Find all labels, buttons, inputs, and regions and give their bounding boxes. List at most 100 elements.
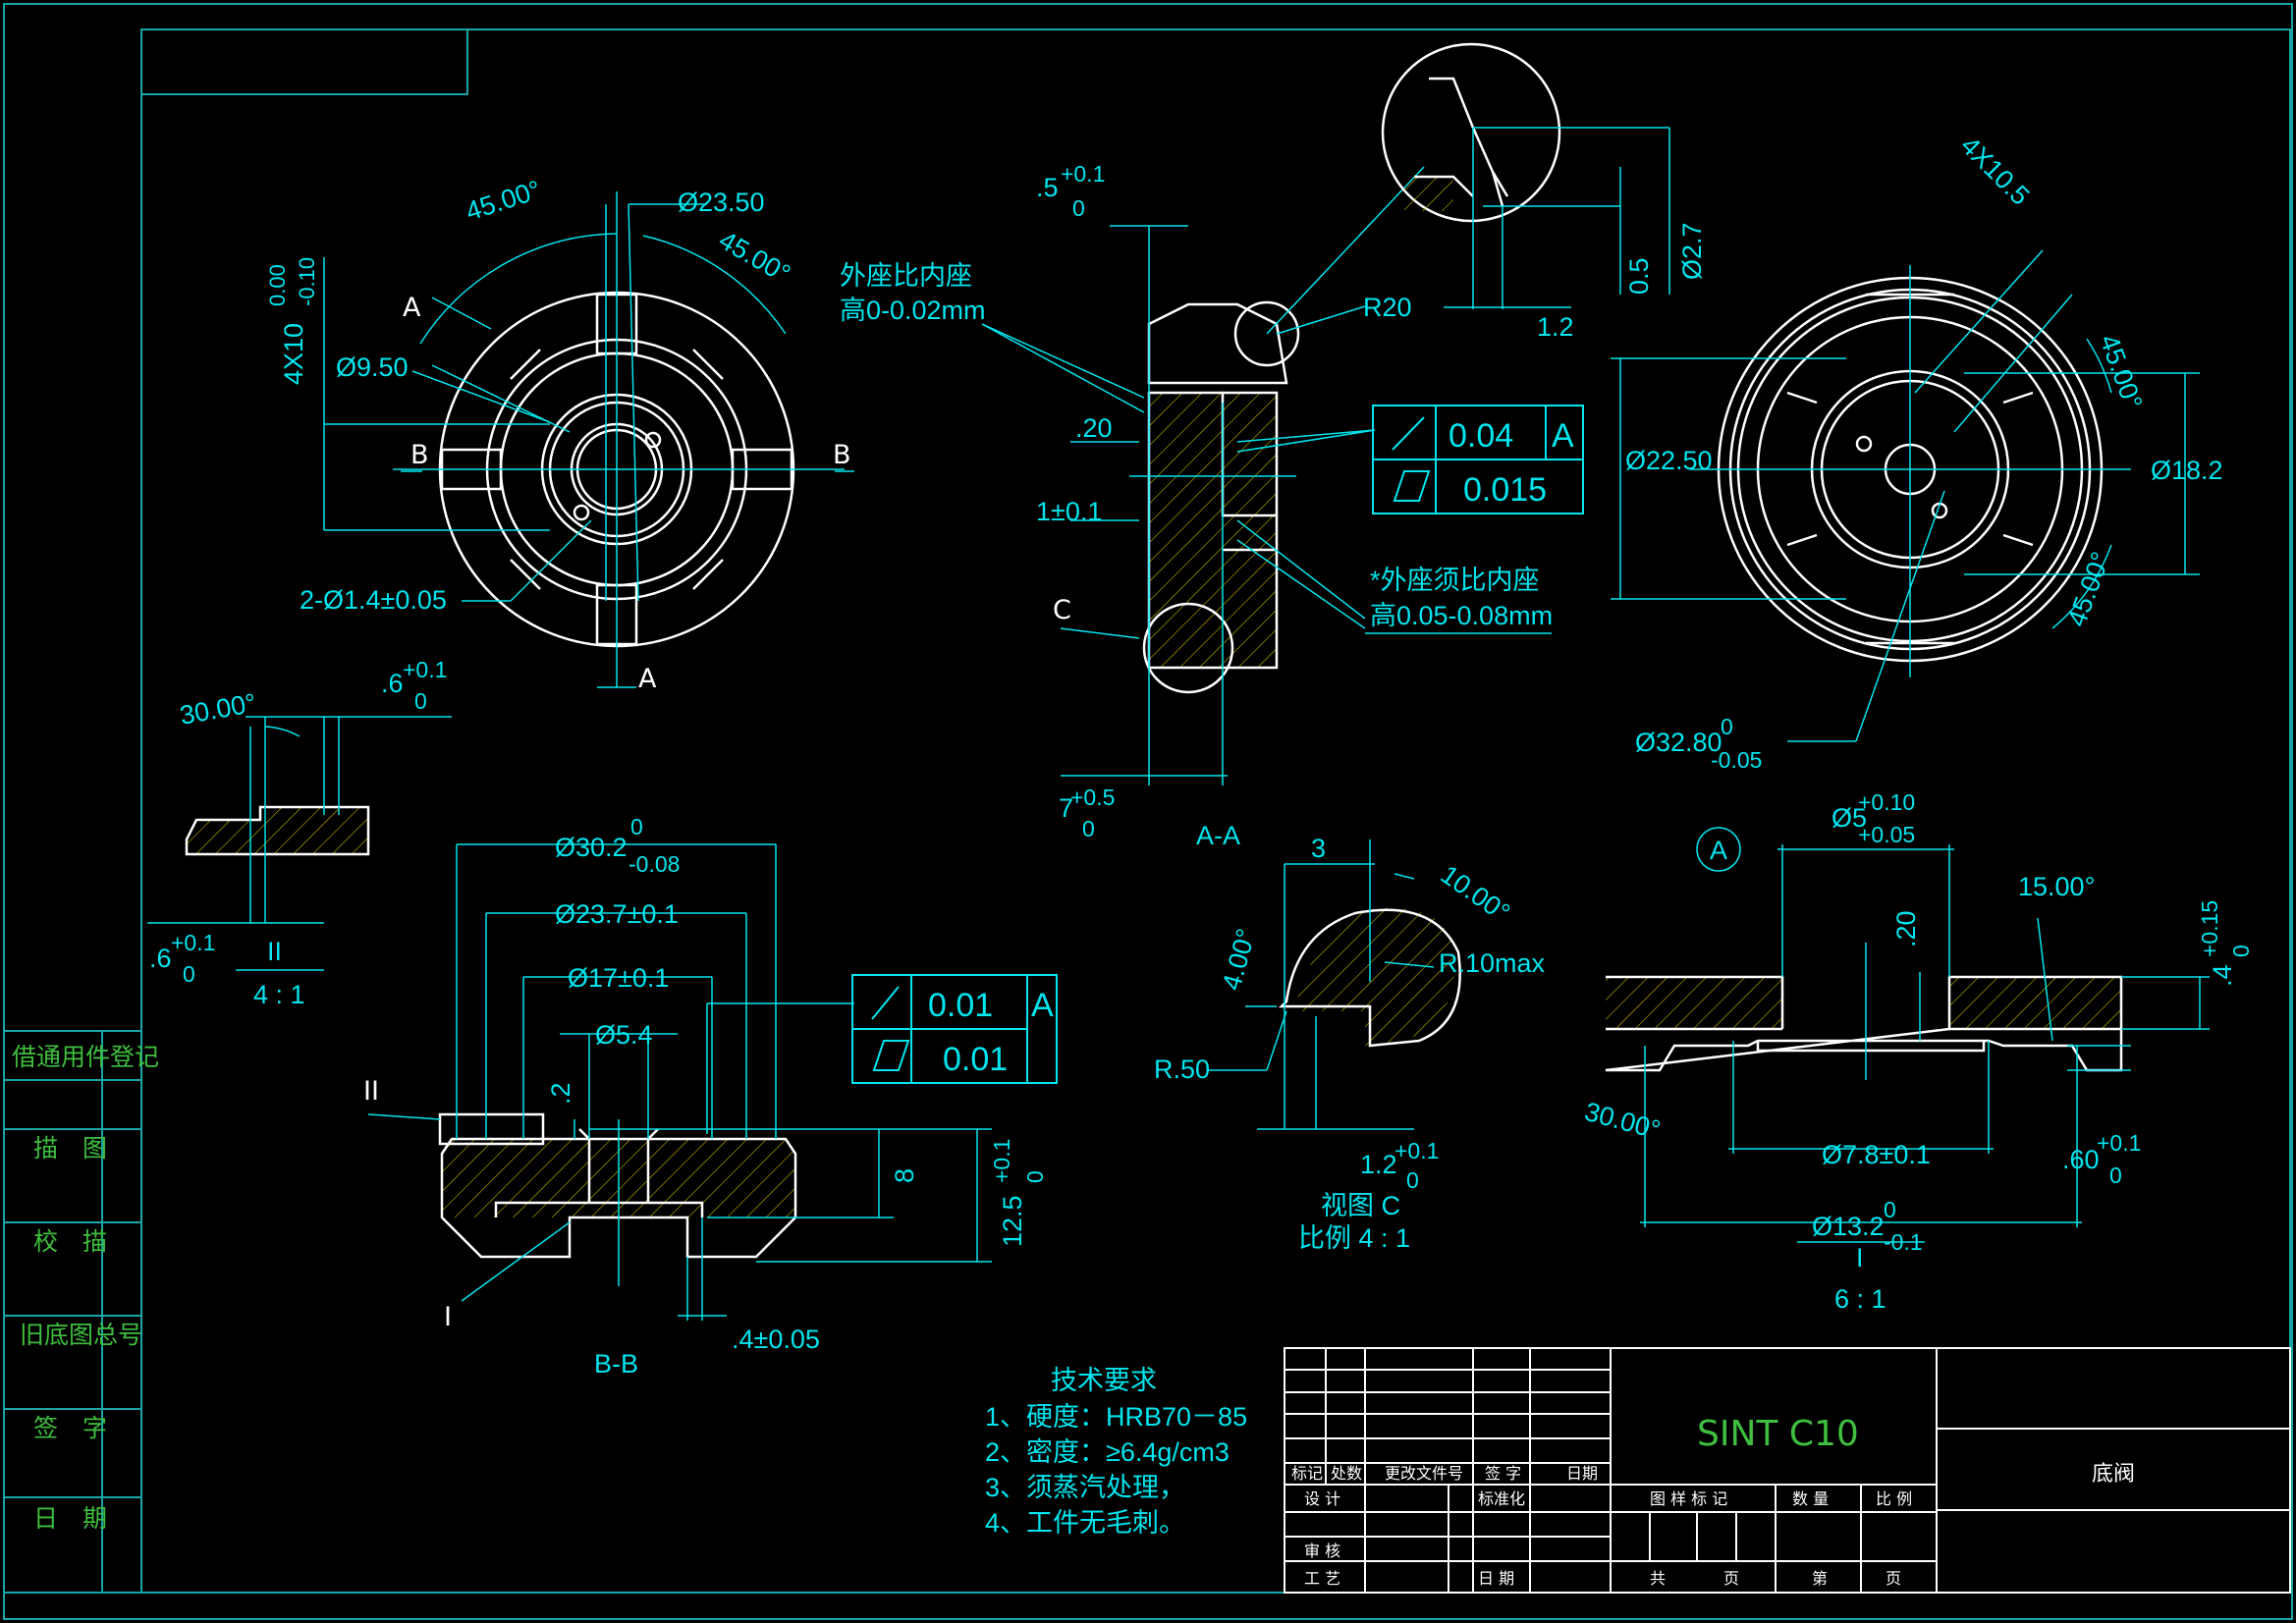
tb-design: 设 计 xyxy=(1304,1489,1340,1508)
aa-tol-flatness: 0.015 xyxy=(1463,471,1547,509)
tb-scale: 比 例 xyxy=(1876,1489,1912,1508)
left-sidebar xyxy=(3,1030,142,1594)
bb-d54: Ø5.4 xyxy=(595,1020,653,1050)
tb-count: 处数 xyxy=(1331,1464,1362,1483)
i-scale: 6 : 1 xyxy=(1834,1284,1886,1314)
bb-d30-upper: 0 xyxy=(630,814,643,839)
bb-height: 12.5 xyxy=(998,1195,1027,1247)
view-c: 3 10.00° 4.00° R.10max R.50 1.2 +0.1 0 视… xyxy=(1154,834,1546,1253)
aa-note-2-line1: *外座须比内座 xyxy=(1370,566,1540,595)
drawing-frame xyxy=(3,3,2293,1620)
i-angle-30: 30.00° xyxy=(1581,1097,1663,1145)
aa-tolerance-frame: 0.04 A 0.015 xyxy=(1372,405,1584,514)
right-diameter-a: Ø22.50 xyxy=(1625,446,1713,475)
i-dim-20: .20 xyxy=(1891,910,1921,947)
tb-process: 工 艺 xyxy=(1304,1569,1340,1588)
tech-title: 技术要求 xyxy=(1051,1366,1157,1395)
tb-sheet: 页 xyxy=(1723,1569,1739,1588)
i-d13: Ø13.2 xyxy=(1812,1212,1885,1241)
bb-dim-8: 8 xyxy=(890,1168,919,1183)
front-slots-upper: 0.00 xyxy=(265,264,290,306)
detail-ii-view: 30.00° .6 +0.1 0 .6 +0.1 0 II 4 : 1 xyxy=(147,657,452,1009)
aa-top-dim: .5 xyxy=(1036,173,1059,202)
i-dim-right-upper: +0.15 xyxy=(2197,900,2222,957)
tb-nth: 第 xyxy=(1812,1569,1828,1588)
aa-top-dim-lower: 0 xyxy=(1072,195,1085,221)
aa-bottom-dim-lower: 0 xyxy=(1082,816,1095,841)
ii-dim-lower: 0 xyxy=(414,688,427,714)
i-dim-60: .60 xyxy=(2062,1145,2100,1174)
detail-i-view: A Ø5 +0.10 +0.05 15.00° .20 .4 +0.15 0 3… xyxy=(1581,789,2254,1314)
sidebar-label-check: 校 描 xyxy=(33,1227,107,1256)
detail-top-view: 0.5 Ø2.7 1.2 xyxy=(1381,42,1707,342)
section-aa-view: .5 +0.1 0 外座比内座 高0-0.02mm .20 1±0.1 C R2… xyxy=(840,161,1584,850)
ii-dim2-lower: 0 xyxy=(183,961,195,987)
aa-dim-20: .20 xyxy=(1075,413,1113,443)
right-slots: 4X10.5 xyxy=(1955,131,2036,211)
detail-dim-27: Ø2.7 xyxy=(1677,222,1707,280)
bb-tol-flatness: 0.01 xyxy=(943,1041,1008,1078)
bb-dim-2: .2 xyxy=(546,1082,575,1105)
i-d5: Ø5 xyxy=(1831,803,1867,833)
i-datum: A xyxy=(1710,836,1727,865)
tech-item-1: 1、硬度：HRB70－85 xyxy=(985,1402,1247,1432)
aa-tol-runout: 0.04 xyxy=(1449,417,1513,455)
front-view: 45.00° 45.00° Ø23.50 Ø9.50 4X10 0.00 -0.… xyxy=(265,175,854,694)
bb-bottom-dim: .4±0.05 xyxy=(732,1325,820,1354)
tb-mark: 标记 xyxy=(1291,1464,1323,1483)
right-angle-1: 45.00° xyxy=(2094,331,2148,413)
c-title: 视图 C xyxy=(1321,1191,1400,1220)
front-diameter-inner: Ø9.50 xyxy=(336,352,409,382)
title-block: SINT C10 底阀 标记 处数 更改文件号 签 字 日期 设 计 标准化 审… xyxy=(1284,1347,2291,1594)
ii-label: II xyxy=(267,937,282,966)
tb-date: 日 期 xyxy=(1478,1569,1514,1588)
sidebar-label-sign: 签 字 xyxy=(33,1414,107,1442)
i-dim-60-upper: +0.1 xyxy=(2097,1130,2141,1156)
c-dim-lower: 0 xyxy=(1406,1167,1419,1193)
c-r50: R.50 xyxy=(1154,1055,1210,1084)
i-d78: Ø7.8±0.1 xyxy=(1822,1140,1931,1169)
aa-dim-1: 1±0.1 xyxy=(1036,497,1102,526)
right-angle-2: 45.00° xyxy=(2061,548,2115,630)
ii-dim-upper: +0.1 xyxy=(403,657,447,682)
bb-title: B-B xyxy=(594,1349,638,1379)
detail-dim-05: 0.5 xyxy=(1624,257,1654,295)
i-d13-upper: 0 xyxy=(1884,1197,1896,1222)
ii-angle: 30.00° xyxy=(178,688,258,730)
section-bb-view: Ø30.2 0 -0.08 Ø23.7±0.1 Ø17±0.1 Ø5.4 .2 … xyxy=(363,814,1058,1379)
tb-standard: 标准化 xyxy=(1478,1489,1525,1508)
front-diameter-outer: Ø23.50 xyxy=(678,188,765,217)
i-d5-upper: +0.10 xyxy=(1858,789,1915,815)
sidebar-label-old-number: 旧底图总号 xyxy=(20,1321,142,1349)
aa-note-2-line2: 高0.05-0.08mm xyxy=(1370,601,1553,630)
ii-dim2: .6 xyxy=(149,944,172,973)
front-holes: 2-Ø1.4±0.05 xyxy=(300,585,447,615)
c-r10: R.10max xyxy=(1439,948,1546,978)
i-angle-15: 15.00° xyxy=(2018,872,2095,901)
front-section-b-right: B xyxy=(833,440,851,470)
aa-note-1-line1: 外座比内座 xyxy=(840,261,972,291)
i-d13-lower: -0.1 xyxy=(1884,1229,1923,1255)
aa-label-c: C xyxy=(1053,595,1071,625)
bb-label-ii: II xyxy=(363,1076,379,1107)
bb-tolerance-frame: 0.01 A 0.01 xyxy=(851,974,1058,1084)
aa-top-dim-upper: +0.1 xyxy=(1061,161,1105,187)
front-slots: 4X10 xyxy=(279,323,308,385)
detail-dim-12: 1.2 xyxy=(1537,312,1574,342)
bb-height-lower: 0 xyxy=(1022,1170,1048,1183)
front-angle-2: 45.00° xyxy=(714,225,795,289)
front-section-a-top: A xyxy=(403,293,421,323)
tech-requirements: 技术要求 1、硬度：HRB70－85 2、密度：≥6.4g/cm3 3、须蒸汽处… xyxy=(985,1366,1247,1538)
right-outer: Ø32.80 xyxy=(1635,728,1722,757)
front-section-b-left: B xyxy=(410,440,429,470)
bb-d30: Ø30.2 xyxy=(555,833,628,862)
tb-review: 审 核 xyxy=(1304,1542,1340,1560)
right-diameter-b: Ø18.2 xyxy=(2151,456,2223,485)
bb-d17: Ø17±0.1 xyxy=(568,963,669,993)
tech-item-3: 3、须蒸汽处理， xyxy=(985,1473,1185,1502)
aa-bottom-dim: 7 xyxy=(1059,793,1073,823)
c-angle-4: 4.00° xyxy=(1217,926,1261,994)
sidebar-label-date: 日 期 xyxy=(33,1504,107,1533)
i-d5-lower: +0.05 xyxy=(1858,822,1915,847)
tb-total: 共 xyxy=(1650,1569,1666,1588)
